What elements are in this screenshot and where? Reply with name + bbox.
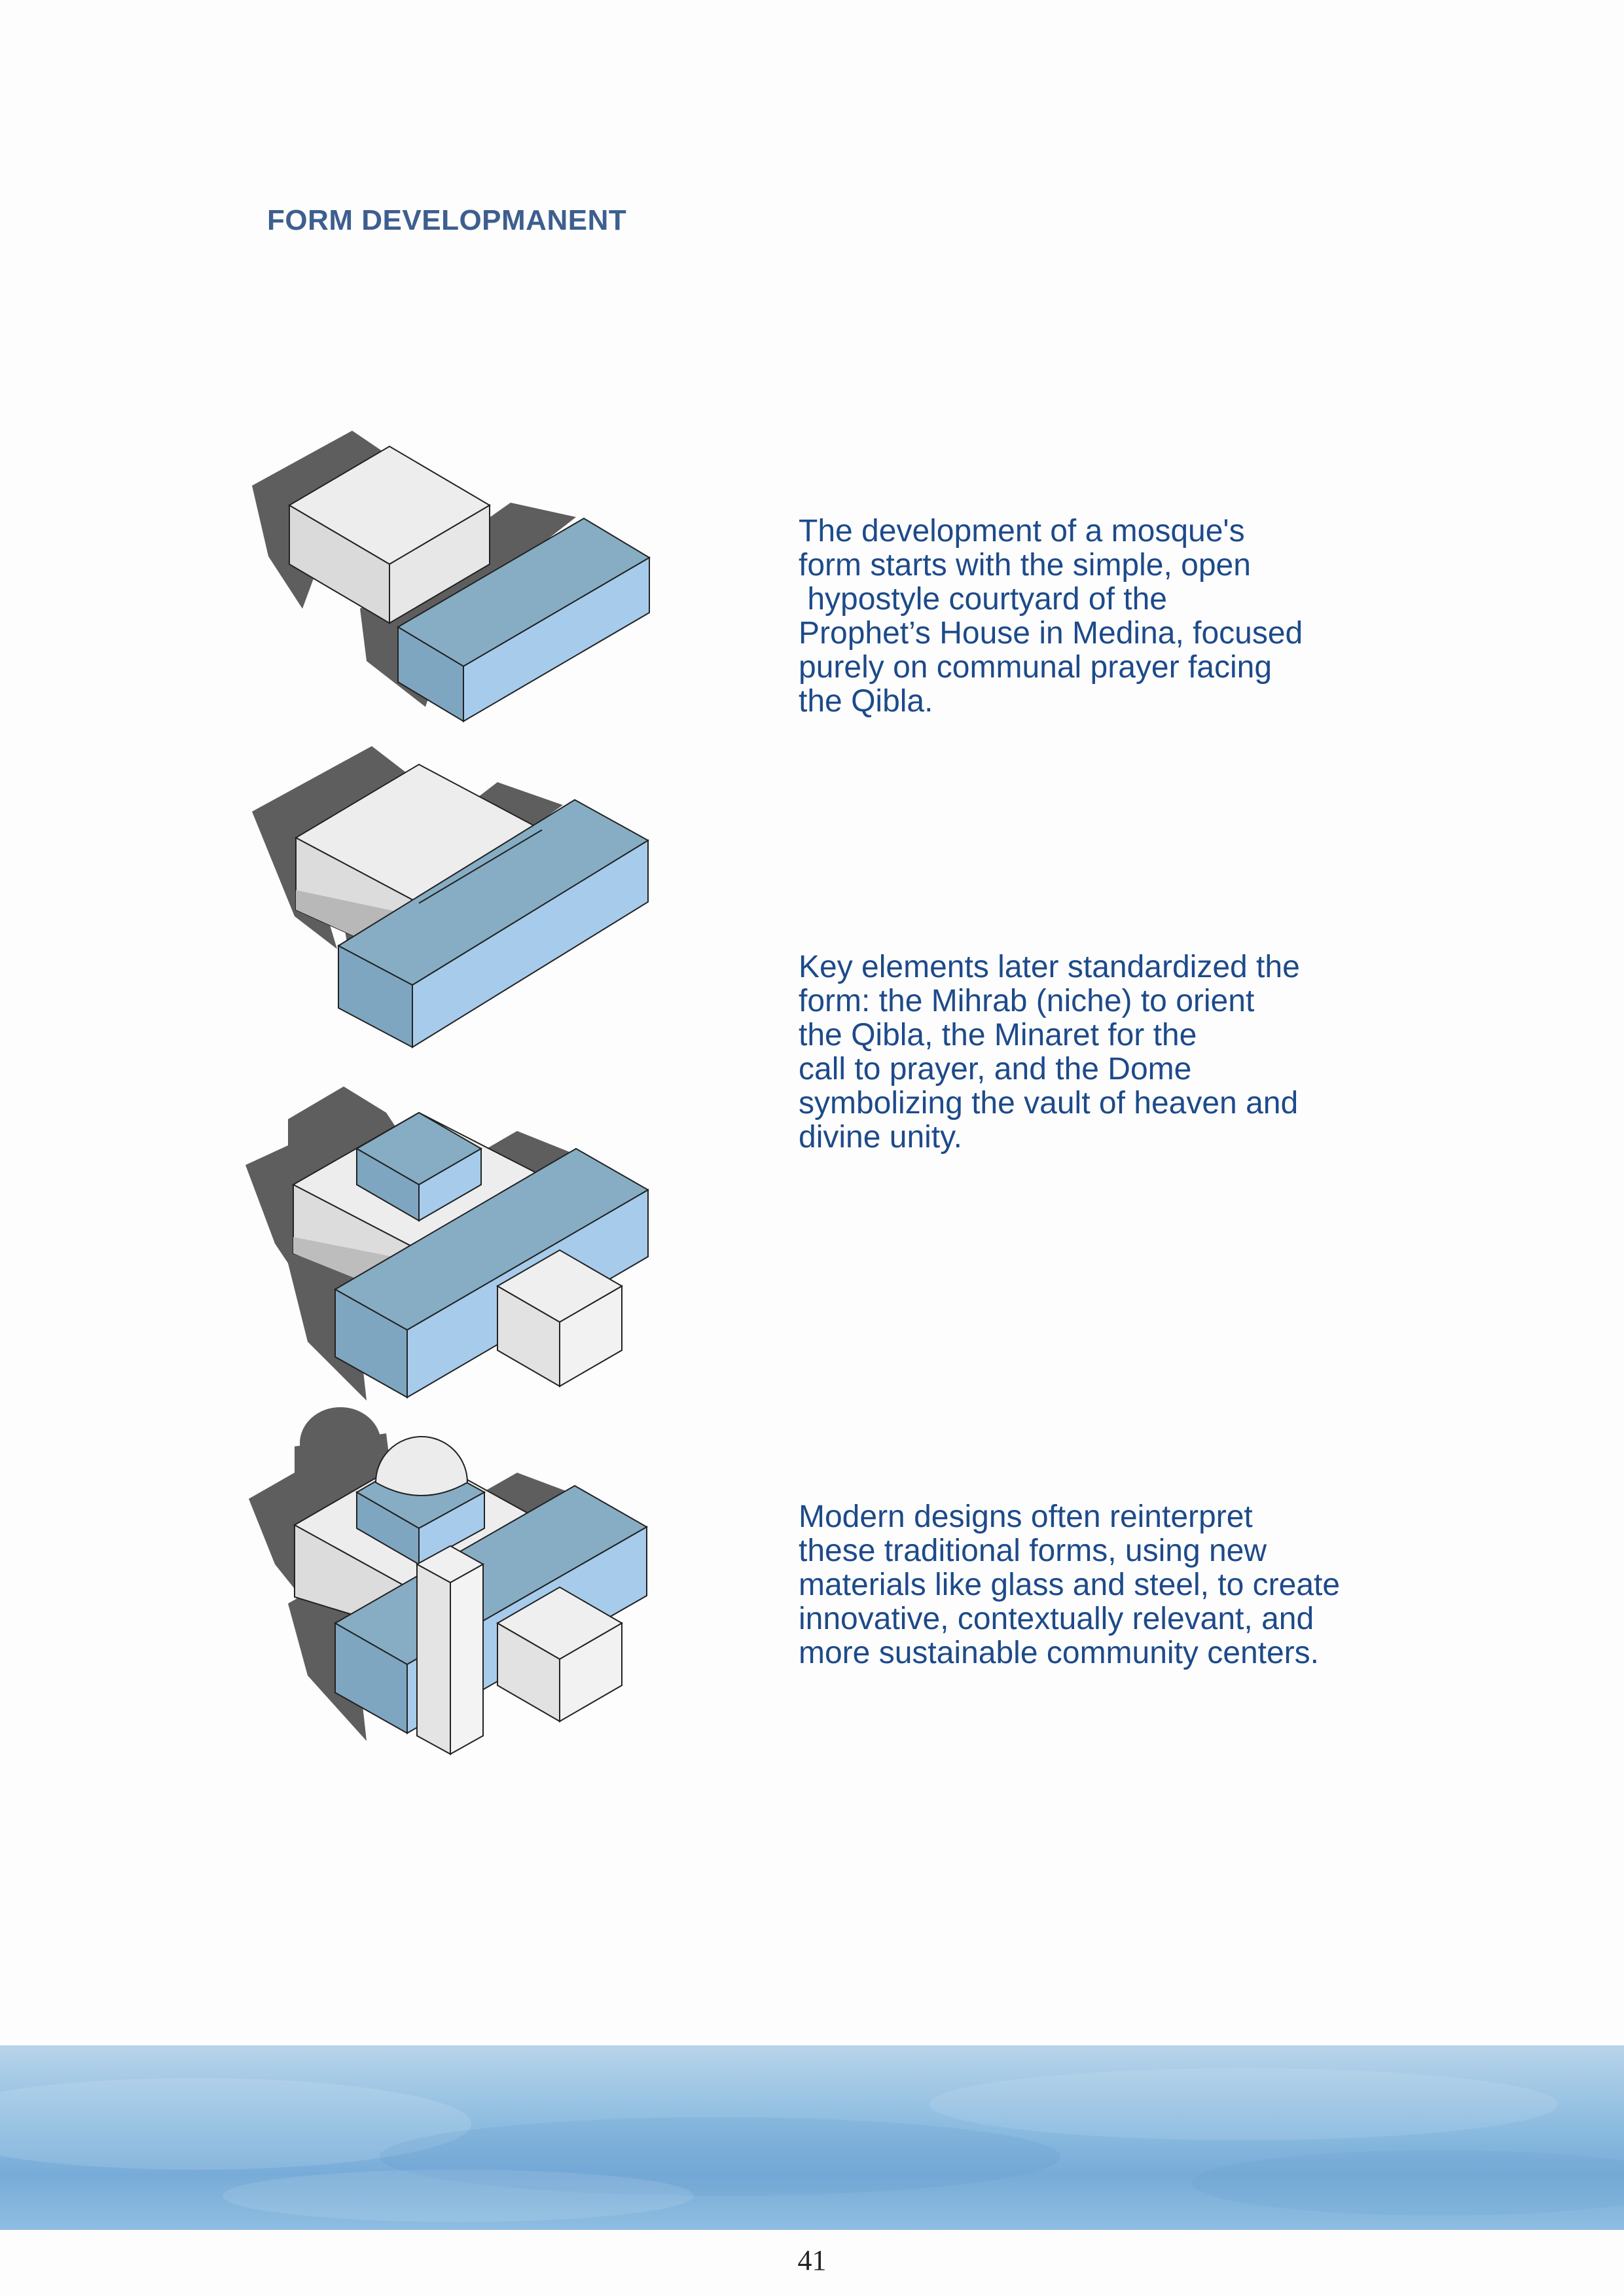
paragraph-line: materials like glass and steel, to creat…: [799, 1568, 1341, 1602]
paragraph-line: form starts with the simple, open: [799, 548, 1251, 583]
paragraph-line: form: the Mihrab (niche) to orient: [799, 984, 1255, 1018]
paragraph-line: symbolizing the vault of heaven and: [799, 1086, 1299, 1121]
footer-band: [0, 2045, 1624, 2230]
courtyard-side: [389, 504, 490, 624]
courtyard-edge: [418, 829, 543, 904]
paragraph-line: divine unity.: [799, 1120, 962, 1155]
paragraph-line: the Qibla, the Minaret for the: [799, 1018, 1197, 1052]
form-diagram-stage-3: [245, 1086, 650, 1401]
form-diagram-stage-2: [252, 746, 649, 1049]
paragraph-1: The development of a mosque's form start…: [799, 514, 1401, 719]
prayer-hall-side: [463, 556, 650, 723]
paragraph-line: Key elements later standardized the: [799, 950, 1300, 984]
paragraph-line: more sustainable community centers.: [799, 1636, 1319, 1670]
page-title: FORM DEVELOPMANENT: [267, 204, 627, 236]
paragraph-line: the Qibla.: [799, 684, 933, 719]
paragraph-line: purely on communal prayer facing: [799, 650, 1272, 685]
block-side: [418, 1491, 485, 1566]
paragraph-line: innovative, contextually relevant, and: [799, 1602, 1314, 1636]
watercolor-texture: [0, 2068, 1624, 2222]
paragraph-line: these traditional forms, using new: [799, 1534, 1267, 1568]
mihrab-side: [559, 1622, 623, 1723]
minaret-front: [416, 1563, 451, 1755]
paragraph-2: Key elements later standardized the form…: [799, 950, 1401, 1155]
paragraph-line: Prophet’s House in Medina, focused: [799, 616, 1303, 651]
mihrab-side: [559, 1285, 623, 1388]
paragraph-3: Modern designs often reinterpret these t…: [799, 1500, 1401, 1670]
form-diagram-stage-4: [249, 1407, 649, 1755]
paragraph-line: The development of a mosque's: [799, 514, 1245, 548]
minaret-side: [450, 1563, 484, 1755]
dome: [374, 1436, 469, 1496]
form-diagram-stage-1: [252, 431, 651, 723]
paragraph-line: Modern designs often reinterpret: [799, 1499, 1253, 1534]
page-number: 41: [797, 2244, 827, 2276]
paragraph-line: call to prayer, and the Dome: [799, 1052, 1192, 1086]
shadow: [245, 1086, 399, 1283]
paragraph-line: hypostyle courtyard of the: [799, 582, 1167, 617]
block-side: [418, 1147, 482, 1222]
prayer-hall-side: [412, 839, 649, 1049]
